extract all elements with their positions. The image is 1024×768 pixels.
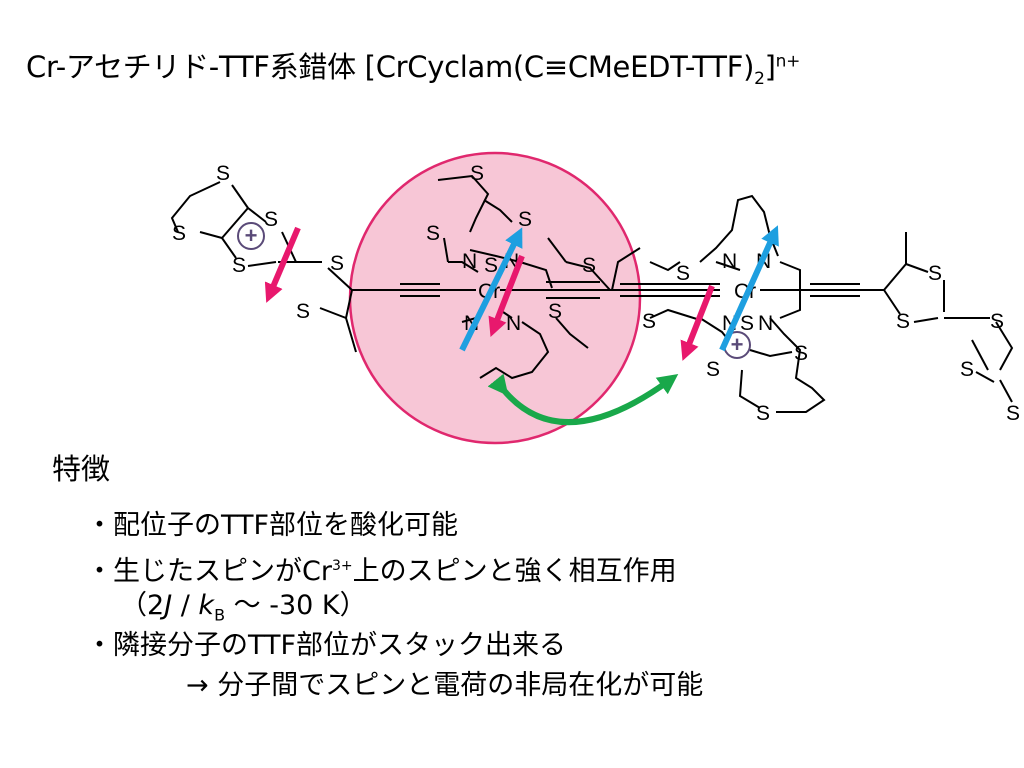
atom-s: S — [990, 310, 1004, 333]
features-heading: 特徴 — [52, 452, 111, 486]
right-ttf-bonds — [810, 232, 1014, 403]
title-subscript: 2 — [754, 68, 765, 89]
feature-list: ・配位子のTTF部位を酸化可能 ・生じたスピンがCr3+上のスピンと強く相互作用… — [86, 506, 703, 706]
atom-labels: S S S S S S S S S N S N Cr N N S S S S N… — [172, 162, 1020, 425]
atom-n: N — [506, 312, 521, 335]
atom-s: S — [518, 208, 532, 231]
spin-arrow-up — [459, 227, 523, 352]
feature-text: （2 — [120, 590, 165, 621]
atom-n: N — [722, 250, 737, 273]
atom-s: S — [216, 162, 230, 185]
feature-item-stacking: ・隣接分子のTTF部位がスタック出来る — [86, 626, 703, 666]
plus-sign: + — [731, 332, 744, 357]
feature-italic: k — [198, 590, 215, 621]
feature-text: → 分子間でスピンと電荷の非局在化が可能 — [186, 670, 704, 701]
title-superscript: n+ — [775, 51, 801, 72]
left-core-bonds — [437, 174, 641, 380]
atom-s: S — [642, 310, 656, 333]
feature-text: ・配位子のTTF部位を酸化可能 — [86, 510, 459, 541]
atom-s: S — [1006, 402, 1020, 425]
plus-sign: + — [245, 223, 258, 248]
atom-s: S — [740, 312, 754, 335]
atom-s: S — [676, 262, 690, 285]
atom-s: S — [264, 208, 278, 231]
atom-s: S — [756, 402, 770, 425]
spin-arrow-down — [488, 254, 525, 337]
feature-text: ・隣接分子のTTF部位がスタック出来る — [86, 630, 567, 661]
atom-s: S — [548, 300, 562, 323]
atom-s: S — [582, 254, 596, 277]
atom-s: S — [426, 222, 440, 245]
title-text: Cr-アセチリド-TTF系錯体 [CrCyclam(C≡CMeEDT-TTF) — [26, 50, 755, 84]
feature-text: 上のスピンと強く相互作用 — [352, 556, 677, 587]
atom-s: S — [928, 262, 942, 285]
feature-text: / — [172, 590, 199, 621]
slide-title: Cr-アセチリド-TTF系錯体 [CrCyclam(C≡CMeEDT-TTF)2… — [26, 44, 800, 89]
atom-s: S — [794, 342, 808, 365]
atom-s: S — [706, 358, 720, 381]
feature-subscript: B — [214, 605, 226, 625]
atom-n: N — [758, 312, 773, 335]
feature-item-coupling-value: （2J / kB ～ -30 K） — [86, 586, 703, 626]
feature-item-oxidation: ・配位子のTTF部位を酸化可能 — [86, 506, 703, 546]
feature-text: ・生じたスピンがCr — [86, 556, 332, 587]
feature-item-spin-interaction: ・生じたスピンがCr3+上のスピンと強く相互作用 — [86, 546, 703, 587]
spin-arrow-down — [264, 226, 301, 303]
interaction-arrow — [487, 373, 679, 426]
feature-text: ～ -30 K） — [225, 590, 367, 621]
atom-s: S — [296, 300, 310, 323]
atom-s: S — [484, 254, 498, 277]
plus-charge-right: + — [723, 331, 751, 359]
atom-s: S — [896, 310, 910, 333]
feature-superscript: 3+ — [331, 558, 353, 574]
plus-charge-left: + — [237, 222, 265, 250]
feature-italic: J — [164, 590, 173, 621]
title-bracket: ] — [764, 50, 776, 84]
spin-arrow-down — [680, 284, 715, 361]
atom-n: N — [462, 250, 477, 273]
atom-s: S — [172, 222, 186, 245]
atom-s: S — [330, 252, 344, 275]
atom-s: S — [960, 358, 974, 381]
spin-arrow-up — [719, 225, 779, 352]
left-ttf-bonds — [170, 181, 440, 353]
atom-s: S — [470, 162, 484, 185]
molecular-structure-diagram: S S S S S S S S S N S N Cr N N S S S S N… — [170, 151, 1020, 445]
atom-s: S — [232, 254, 246, 277]
feature-item-delocalization: → 分子間でスピンと電荷の非局在化が可能 — [86, 666, 703, 706]
